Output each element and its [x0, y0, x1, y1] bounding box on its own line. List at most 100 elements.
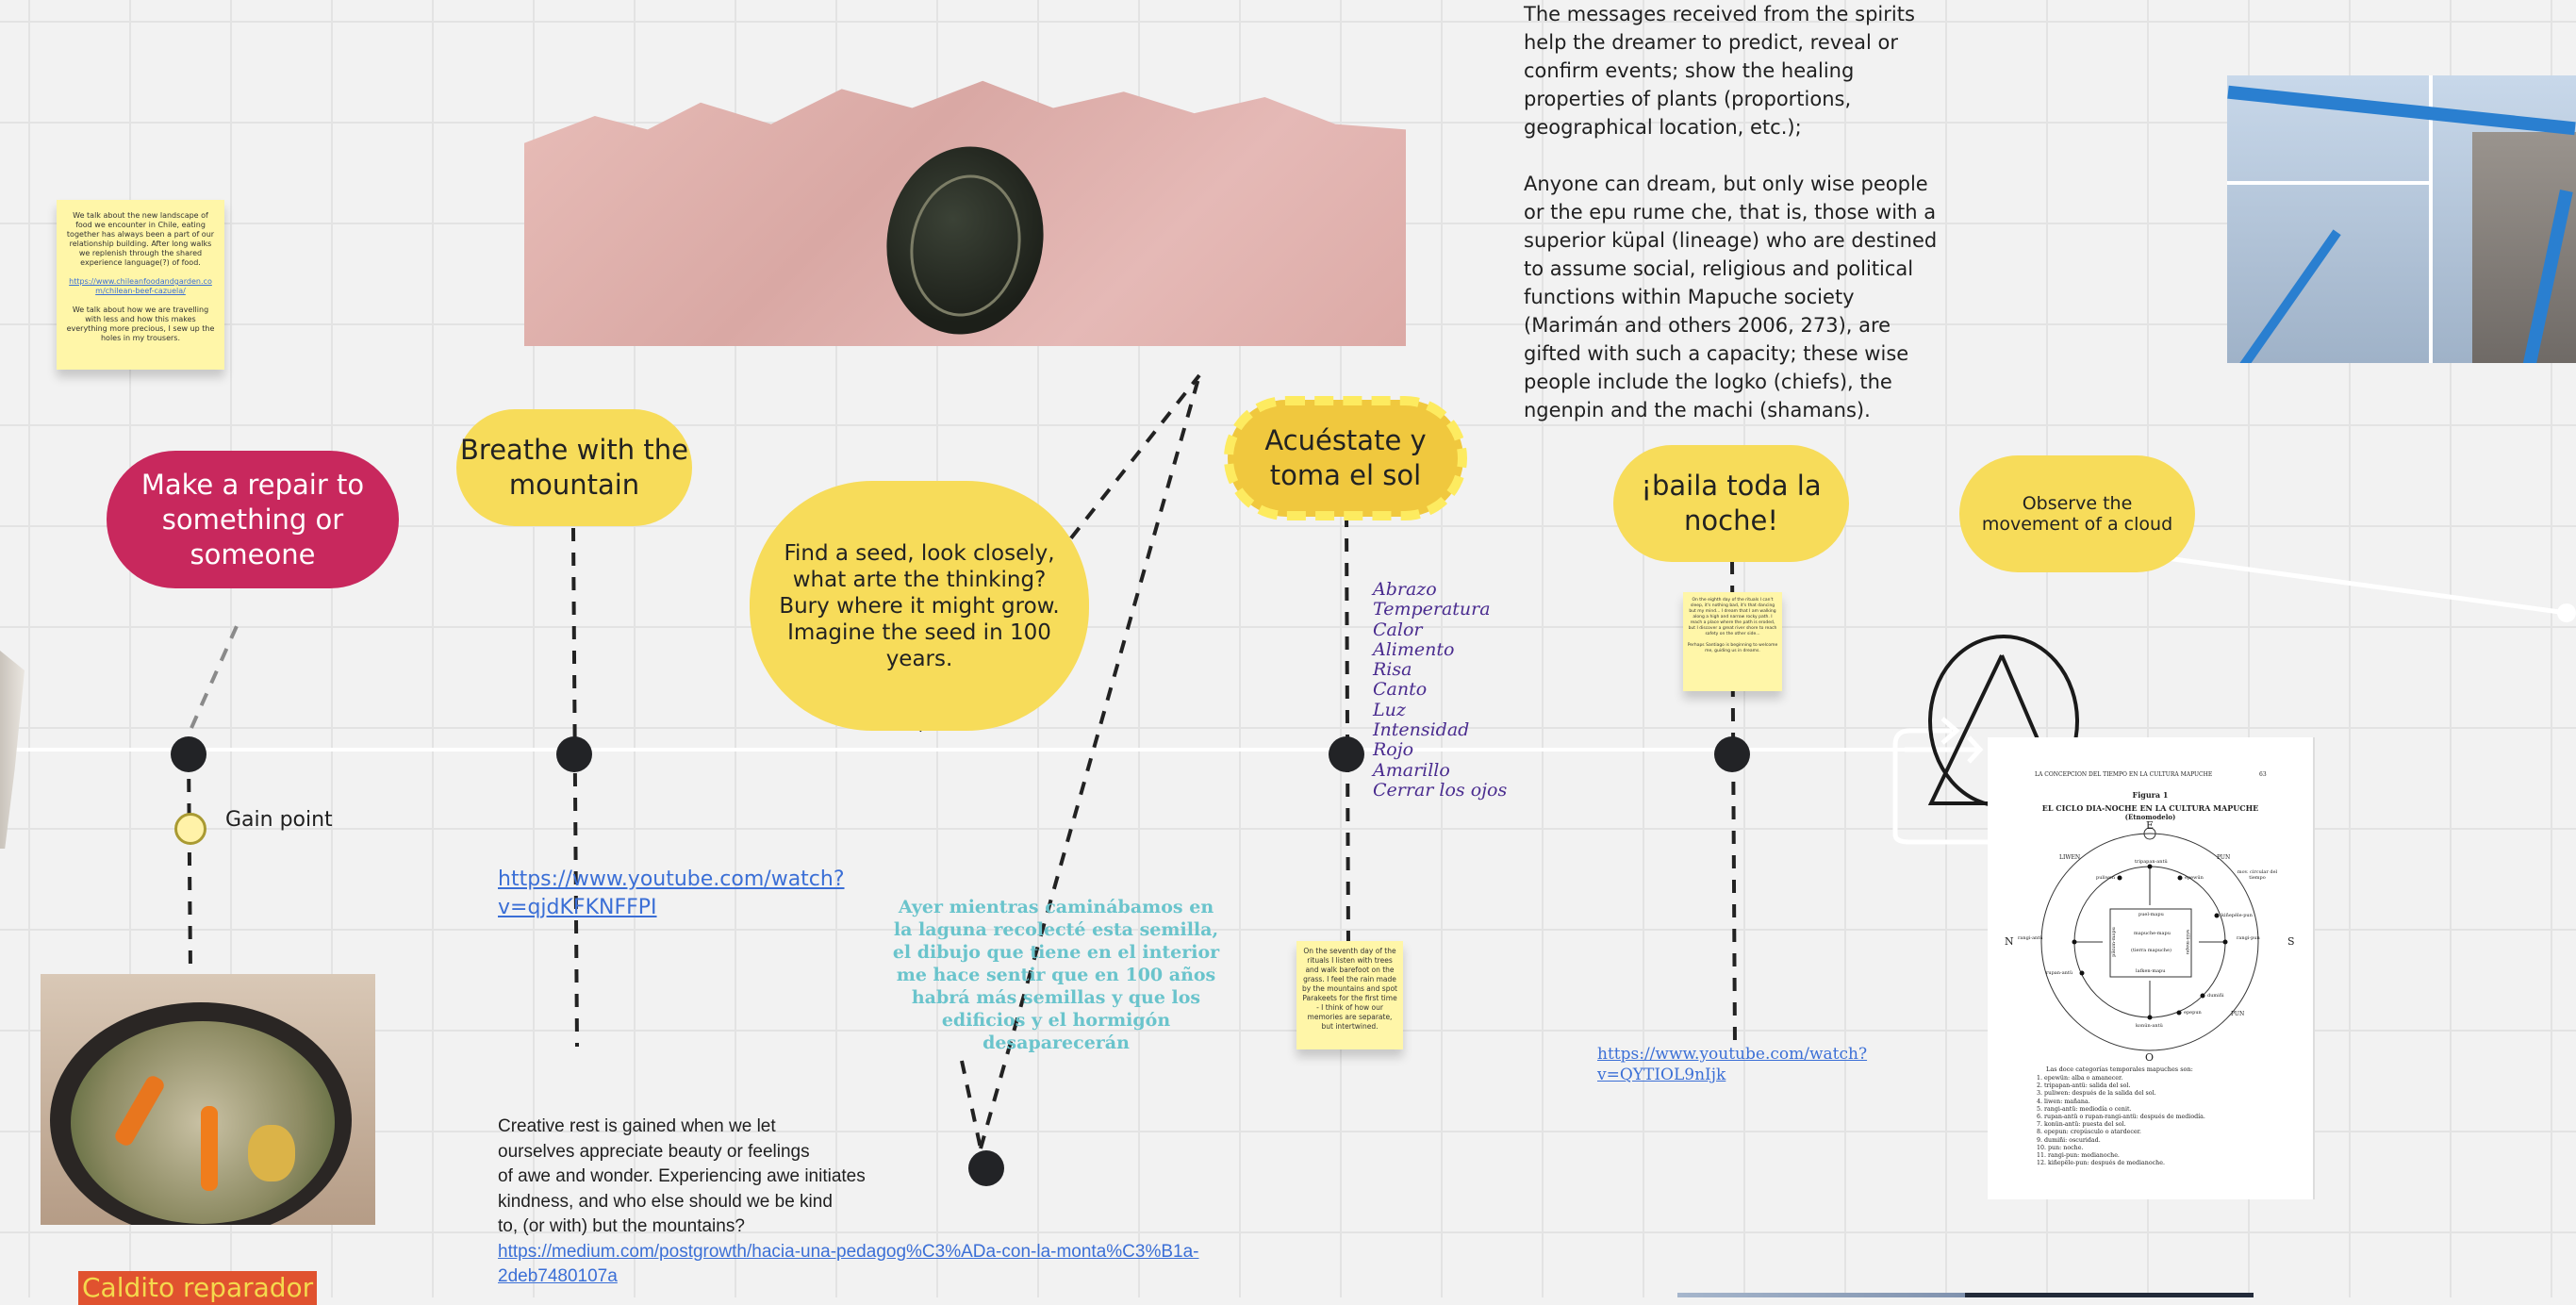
- diagram-label: LIWEN: [2059, 854, 2081, 861]
- figure-label: Figura 1: [2132, 790, 2169, 800]
- compass-s: S: [2287, 935, 2295, 948]
- word-item: Alimento: [1373, 638, 1455, 660]
- diagram-label: lafken-mapu: [2136, 968, 2166, 974]
- text-line: kindness, and who else should we be kind: [498, 1191, 833, 1212]
- word-item: Intensidad: [1373, 719, 1470, 741]
- list-item: 10. pun: noche.: [2037, 1144, 2084, 1151]
- timeline-dot[interactable]: [171, 736, 206, 772]
- compass-e: E: [2146, 819, 2155, 832]
- list-item: 11. rangi-pun: medianoche.: [2037, 1152, 2120, 1160]
- compass-n: N: [2005, 935, 2014, 948]
- shape-label: Acuéstate y toma el sol: [1264, 424, 1427, 491]
- sticky-text: Perhaps Santiago is beginning to welcome…: [1687, 643, 1778, 653]
- dreams-paragraph: Anyone can dream, but only wise people o…: [1524, 173, 1938, 421]
- word-item: Rojo: [1373, 739, 1414, 761]
- text-line: ourselves appreciate beauty or feelings: [498, 1141, 810, 1162]
- youtube-link-1-wrap: https://www.youtube.com/watch? v=qjdKFKNF…: [498, 866, 845, 922]
- diagram-label: rangi-pun: [2237, 935, 2260, 941]
- list-item: 5. rangi-antü: mediodía o cenit.: [2037, 1105, 2132, 1113]
- word-item: Temperatura: [1373, 599, 1491, 620]
- timeline-dot[interactable]: [1714, 736, 1750, 772]
- bottom-photo-fragment-dark[interactable]: [1965, 1293, 2254, 1297]
- sticky-text: We talk about how we are travelling with…: [66, 306, 215, 342]
- shape-dance[interactable]: ¡baila toda la noche!: [1613, 445, 1849, 562]
- text-line: to, (or with) but the mountains?: [498, 1216, 745, 1236]
- word-item: Risa: [1373, 659, 1412, 681]
- word-list: Abrazo Temperatura Calor Alimento Risa C…: [1373, 579, 1507, 801]
- shape-sun[interactable]: Acuéstate y toma el sol: [1224, 396, 1467, 520]
- shape-label: Find a seed, look closely, what arte the…: [779, 540, 1060, 671]
- dreams-paragraph: The messages received from the spirits h…: [1524, 3, 1915, 139]
- soup-photo[interactable]: [41, 974, 375, 1225]
- link-text: 2deb7480107a: [498, 1266, 618, 1286]
- diagram-label: tripapan-antü: [2135, 859, 2168, 865]
- list-item: 12. kiñepële-pun: después de medianoche.: [2037, 1160, 2165, 1167]
- diagram-label: pikum-mapu: [2111, 927, 2117, 957]
- creative-rest-text: Creative rest is gained when we let ours…: [498, 1115, 1198, 1290]
- document-page[interactable]: LA CONCEPCION DEL TIEMPO EN LA CULTURA M…: [1988, 737, 2313, 1199]
- timeline-dot[interactable]: [1329, 736, 1364, 772]
- diagram-label: epepun: [2184, 1010, 2202, 1016]
- seed-photo[interactable]: [524, 80, 1406, 346]
- dreams-text: The messages received from the spirits h…: [1524, 0, 1948, 424]
- link-text: v=QYTIOL9nIjk: [1597, 1065, 1726, 1084]
- diagram-label: rupan-antü: [2046, 970, 2073, 976]
- text-line: of awe and wonder. Experiencing awe init…: [498, 1166, 866, 1186]
- diagram-label: dumiñi: [2207, 993, 2224, 999]
- list-intro: Las doce categorías temporales mapuches …: [2046, 1065, 2193, 1073]
- list-item: 4. liwen: mañana.: [2037, 1098, 2090, 1105]
- link-text: https://www.youtube.com/watch?: [1597, 1045, 1868, 1064]
- list-item: 6. rupan-antü o rupan-rangi-antü: despué…: [2037, 1114, 2205, 1121]
- figure-title: EL CICLO DIA-NOCHE EN LA CULTURA MAPUCHE: [2041, 803, 2259, 813]
- link-text: https://medium.com/postgrowth/hacia-una-…: [498, 1241, 1199, 1262]
- list-item: 7. konün-antü: puesta del sol.: [2037, 1121, 2126, 1129]
- shape-seed[interactable]: Find a seed, look closely, what arte the…: [750, 481, 1089, 731]
- diagram-label: PUN: [2217, 854, 2231, 861]
- word-item: Abrazo: [1373, 579, 1437, 600]
- sticky-note-food[interactable]: We talk about the new landscape of food …: [57, 200, 224, 370]
- list-item: 2. tripapan-antü: salida del sol.: [2037, 1082, 2131, 1090]
- youtube-link-2-wrap: https://www.youtube.com/watch?v=QYTIOL9n…: [1597, 1044, 1867, 1085]
- diagram-label: willi-mapu: [2185, 929, 2190, 955]
- figure-subtitle: (Etnomodelo): [2124, 813, 2176, 821]
- gain-point-label: Gain point: [225, 808, 333, 832]
- timeline-dot[interactable]: [556, 736, 592, 772]
- link-text: https://www.youtube.com/watch?: [498, 867, 845, 891]
- shape-mountain[interactable]: Breathe with the mountain: [456, 409, 692, 526]
- diagram-label: puel-mapu: [2138, 912, 2164, 917]
- bottom-photo-fragment[interactable]: [1677, 1293, 1965, 1297]
- sticky-note-dance[interactable]: On the eighth day of the rituals I can't…: [1683, 592, 1782, 691]
- sticky-link[interactable]: https://www.chileanfoodandgarden.com/chi…: [69, 277, 212, 295]
- diagram-label: rangi-antü: [2018, 935, 2043, 941]
- shape-repair[interactable]: Make a repair to something or someone: [107, 451, 399, 588]
- sticky-text: On the seventh day of the rituals I list…: [1301, 947, 1398, 1031]
- medium-link[interactable]: https://medium.com/postgrowth/hacia-una-…: [498, 1242, 1198, 1287]
- youtube-link-2[interactable]: https://www.youtube.com/watch?v=QYTIOL9n…: [1597, 1045, 1867, 1084]
- sticky-text: On the eighth day of the rituals I can't…: [1688, 598, 1777, 636]
- seed-story-text: Ayer mientras caminábamos en la laguna r…: [892, 897, 1220, 1053]
- timeline-dot[interactable]: [968, 1150, 1004, 1186]
- shape-cloud[interactable]: Observe the movement of a cloud: [1959, 455, 2195, 572]
- list-item: 3. puliwen: después de la salida del sol…: [2037, 1090, 2156, 1098]
- diagram-label: puliwen: [2096, 875, 2116, 881]
- shape-label: Make a repair to something or someone: [140, 468, 365, 570]
- caldito-label: Caldito reparador: [78, 1271, 318, 1305]
- word-item: Calor: [1373, 619, 1423, 640]
- diagram-label: (tierra mapuche): [2131, 948, 2171, 953]
- day-night-cycle-diagram: [2040, 827, 2259, 1051]
- link-text: v=qjdKFKNFFPI: [498, 896, 657, 919]
- ribbon-photo[interactable]: [2227, 75, 2576, 363]
- running-head: LA CONCEPCION DEL TIEMPO EN LA CULTURA M…: [2035, 771, 2213, 778]
- sticky-text: We talk about the new landscape of food …: [66, 211, 215, 267]
- gain-point-marker[interactable]: [174, 813, 206, 845]
- diagram-label: epewün: [2185, 875, 2204, 881]
- word-item: Luz: [1373, 699, 1406, 720]
- shape-label: Observe the movement of a cloud: [1981, 493, 2173, 535]
- list-item: 8. epepun: crepúsculo o atardecer.: [2037, 1129, 2141, 1136]
- diagram-label: mapuche-mapu: [2134, 931, 2171, 936]
- list-item: 1. epewün: alba o amanecer.: [2037, 1075, 2123, 1082]
- text-line: Creative rest is gained when we let: [498, 1116, 776, 1136]
- youtube-link-1[interactable]: https://www.youtube.com/watch? v=qjdKFKNF…: [498, 867, 845, 919]
- diagram-label: kiñepële-pun: [2221, 913, 2253, 918]
- sticky-note-seventh-day[interactable]: On the seventh day of the rituals I list…: [1296, 941, 1403, 1049]
